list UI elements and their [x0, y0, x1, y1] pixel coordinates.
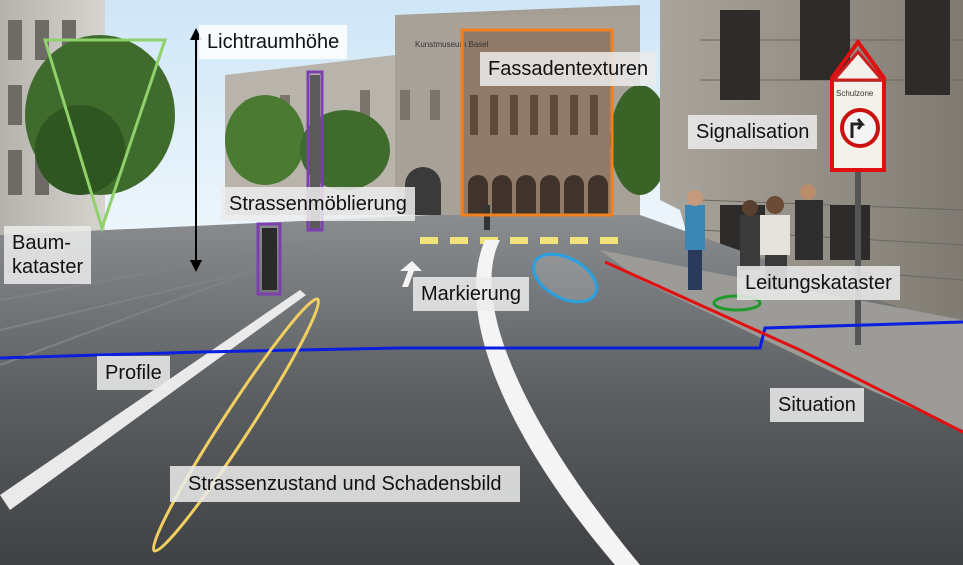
- trees: [25, 35, 670, 195]
- signalisation-outline: [830, 38, 886, 172]
- strassenmoeblierung-box-bollard: [256, 222, 282, 296]
- label-signalisation: Signalisation: [688, 115, 818, 149]
- museum-facade-text: Kunstmuseum Basel: [415, 40, 489, 49]
- baumkataster-triangle: [42, 38, 168, 233]
- fassadentexturen-box: [460, 28, 614, 217]
- sign-text: Schulzone: [836, 89, 874, 98]
- turn-arrow: [400, 261, 422, 287]
- label-situation: Situation: [770, 388, 864, 422]
- traffic-sign: Schulzone: [830, 49, 886, 345]
- label-baumkataster: Baum- kataster: [4, 226, 92, 284]
- markierung-ellipse: [532, 252, 598, 304]
- label-lichtraumhoehe: Lichtraumhöhe: [199, 25, 348, 59]
- pole: [310, 75, 320, 230]
- label-leitungskataster: Leitungskataster: [737, 266, 900, 300]
- lane-line-left: [0, 290, 306, 510]
- lane-line-center: [475, 240, 640, 565]
- strassenmoeblierung-box-pole: [306, 70, 324, 232]
- profile-line: [0, 320, 963, 360]
- strassenzustand-ellipse: [151, 297, 321, 553]
- label-markierung: Markierung: [413, 277, 530, 311]
- situation-line: [604, 260, 963, 434]
- bollard: [262, 228, 277, 290]
- label-fassadentexturen: Fassadentexturen: [480, 52, 657, 86]
- label-profile: Profile: [97, 356, 170, 390]
- label-strassenmoeblierung: Strassenmöblierung: [221, 187, 415, 221]
- label-strassenzustand: Strassenzustand und Schadensbild: [170, 466, 520, 502]
